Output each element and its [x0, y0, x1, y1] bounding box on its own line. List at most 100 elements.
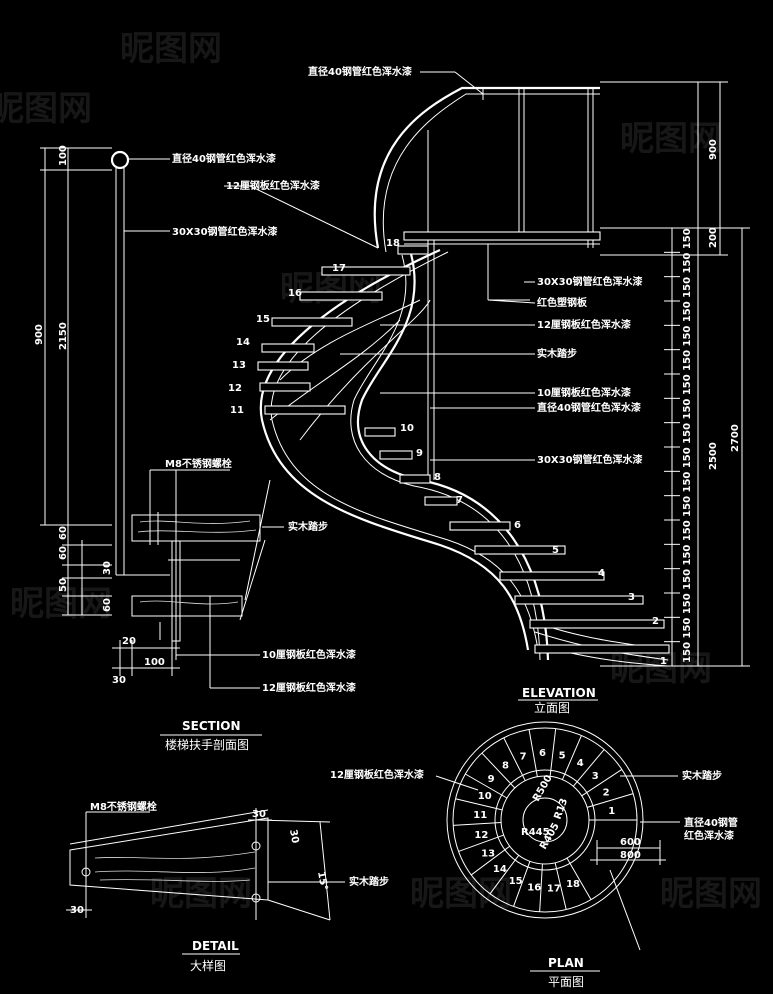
riser-dimension-label: 150 [682, 326, 693, 347]
elevation-step-number: 12 [228, 383, 242, 394]
plan-step-line [539, 863, 543, 912]
radius-r445: R445 [521, 827, 550, 838]
riser-dimension-label: 150 [682, 618, 693, 639]
watermark: 昵图网 [120, 29, 222, 69]
plan-step-line [458, 834, 504, 852]
elevation-tread [399, 474, 431, 484]
plan-step-number: 3 [592, 771, 599, 782]
dim-30: 30 [102, 561, 113, 575]
elevation-tread [474, 545, 566, 555]
section-title-en: SECTION [182, 719, 241, 733]
watermark: 昵图网 [0, 89, 92, 129]
detail-title-en: DETAIL [192, 939, 239, 953]
plan-step-number: 14 [493, 864, 507, 875]
plan-step-number: 15 [509, 876, 523, 887]
plan-step-line [455, 798, 503, 811]
elevation-step-number: 2 [652, 616, 659, 627]
callout-c1: 30X30钢管红色浑水漆 [537, 275, 643, 288]
watermark: 昵图网 [620, 119, 722, 159]
elevation-tread [321, 266, 411, 276]
elevation-step-number: 13 [232, 360, 246, 371]
plan-step-line [503, 737, 526, 781]
elevation-step-number: 9 [416, 448, 423, 459]
plan-step-line [554, 862, 567, 910]
callout-plate12b: 12厘钢板红色浑水漆 [262, 681, 356, 694]
plan-step-number: 11 [473, 810, 487, 821]
plan-title-cn: 平面图 [548, 975, 584, 989]
riser-dimension-label: 150 [682, 253, 693, 274]
callout-c7: 30X30钢管红色浑水漆 [537, 453, 643, 466]
elevation-tread [364, 427, 396, 437]
elevation-step-number: 3 [628, 592, 635, 603]
dim-20: 20 [122, 636, 136, 647]
callout-detail-bolt: M8不锈钢螺栓 [90, 800, 157, 813]
callout-bolt: M8不锈钢螺栓 [165, 457, 232, 470]
elevation-tread [529, 619, 665, 629]
elevation-tread [264, 405, 346, 415]
watermark: 昵图网 [610, 649, 712, 689]
elevation-step-number: 14 [236, 337, 250, 348]
elevation-tread [299, 291, 383, 301]
elevation-tread [397, 245, 429, 255]
riser-dimension-label: 150 [682, 642, 693, 663]
elevation-tread [449, 521, 511, 531]
riser-dimension-label: 150 [682, 569, 693, 590]
plan-step-number: 7 [520, 751, 527, 762]
plan-step-number: 2 [603, 787, 610, 798]
elevation-tread [261, 343, 315, 353]
callout-c3: 12厘钢板红色浑水漆 [537, 318, 631, 331]
plan-step-number: 16 [527, 883, 541, 894]
plan-step-number: 9 [488, 774, 495, 785]
plan-step-line [513, 861, 531, 907]
elevation-tread [379, 450, 413, 460]
elevation-step-number: 10 [400, 423, 414, 434]
plan-title-en: PLAN [548, 956, 584, 970]
riser-dimension-label: 150 [682, 399, 693, 420]
detail-title-cn: 大样图 [190, 958, 226, 973]
dim-detail-30b: 30 [287, 829, 300, 845]
riser-dimension-label: 150 [682, 520, 693, 541]
dim-100: 100 [58, 145, 69, 166]
dim-detail-15deg: 15° [315, 871, 329, 892]
riser-dimension-label: 150 [682, 277, 693, 298]
elevation-step-number: 4 [598, 568, 605, 579]
callout-plan-pipe-1: 直径40钢管 [684, 816, 738, 829]
section-view: 100 900 2150 60 60 30 50 60 直径40钢管红色浑水漆 … [34, 145, 379, 752]
elevation-dimension-chain: 1501501501501501501501501501501501501501… [600, 81, 750, 667]
plan-step-line [528, 729, 538, 777]
elevation-step-number: 5 [552, 545, 559, 556]
plan-step-number: 5 [559, 750, 566, 761]
riser-dimension-label: 150 [682, 228, 693, 249]
elevation-tread [534, 644, 670, 654]
watermark: 昵图网 [10, 584, 112, 624]
callout-c6: 直径40钢管红色浑水漆 [537, 401, 641, 414]
riser-dimension-label: 150 [682, 301, 693, 322]
plan-step-line [572, 749, 605, 787]
plan-step-line [465, 773, 508, 799]
callout-bar30: 30X30钢管红色浑水漆 [172, 225, 278, 238]
plan-step-number: 8 [502, 760, 509, 771]
detail-view: M8不锈钢螺栓 实木踏步 30 30 15° 30 DETAIL 大样图 [66, 800, 389, 973]
riser-dimension-label: 150 [682, 472, 693, 493]
plan-step-number: 12 [474, 830, 488, 841]
dim-60c: 60 [102, 598, 113, 612]
watermark: 昵图网 [410, 874, 512, 914]
elevation-step-number: 17 [332, 263, 346, 274]
dim-2150: 2150 [58, 322, 69, 350]
elevation-title-en: ELEVATION [522, 686, 596, 700]
plan-step-number: 18 [566, 879, 580, 890]
dim-60a: 60 [58, 526, 69, 540]
elevation-title-cn: 立面图 [534, 700, 570, 715]
dim-2700: 2700 [730, 424, 741, 452]
callout-top-rail: 直径40钢管红色浑水漆 [308, 65, 412, 78]
dim-2500: 2500 [708, 442, 719, 470]
pipe-section-circle [110, 150, 130, 170]
elevation-tread [499, 571, 605, 581]
watermark-layer: 昵图网 昵图网 昵图网 昵图网 昵图网 昵图网 昵图网 昵图网 昵图网 [0, 29, 762, 914]
plan-step-number: 1 [608, 806, 615, 817]
callout-c4: 实木踏步 [537, 347, 577, 360]
callout-pipe: 直径40钢管红色浑水漆 [172, 152, 276, 165]
callout-plan-tread: 实木踏步 [682, 769, 722, 782]
